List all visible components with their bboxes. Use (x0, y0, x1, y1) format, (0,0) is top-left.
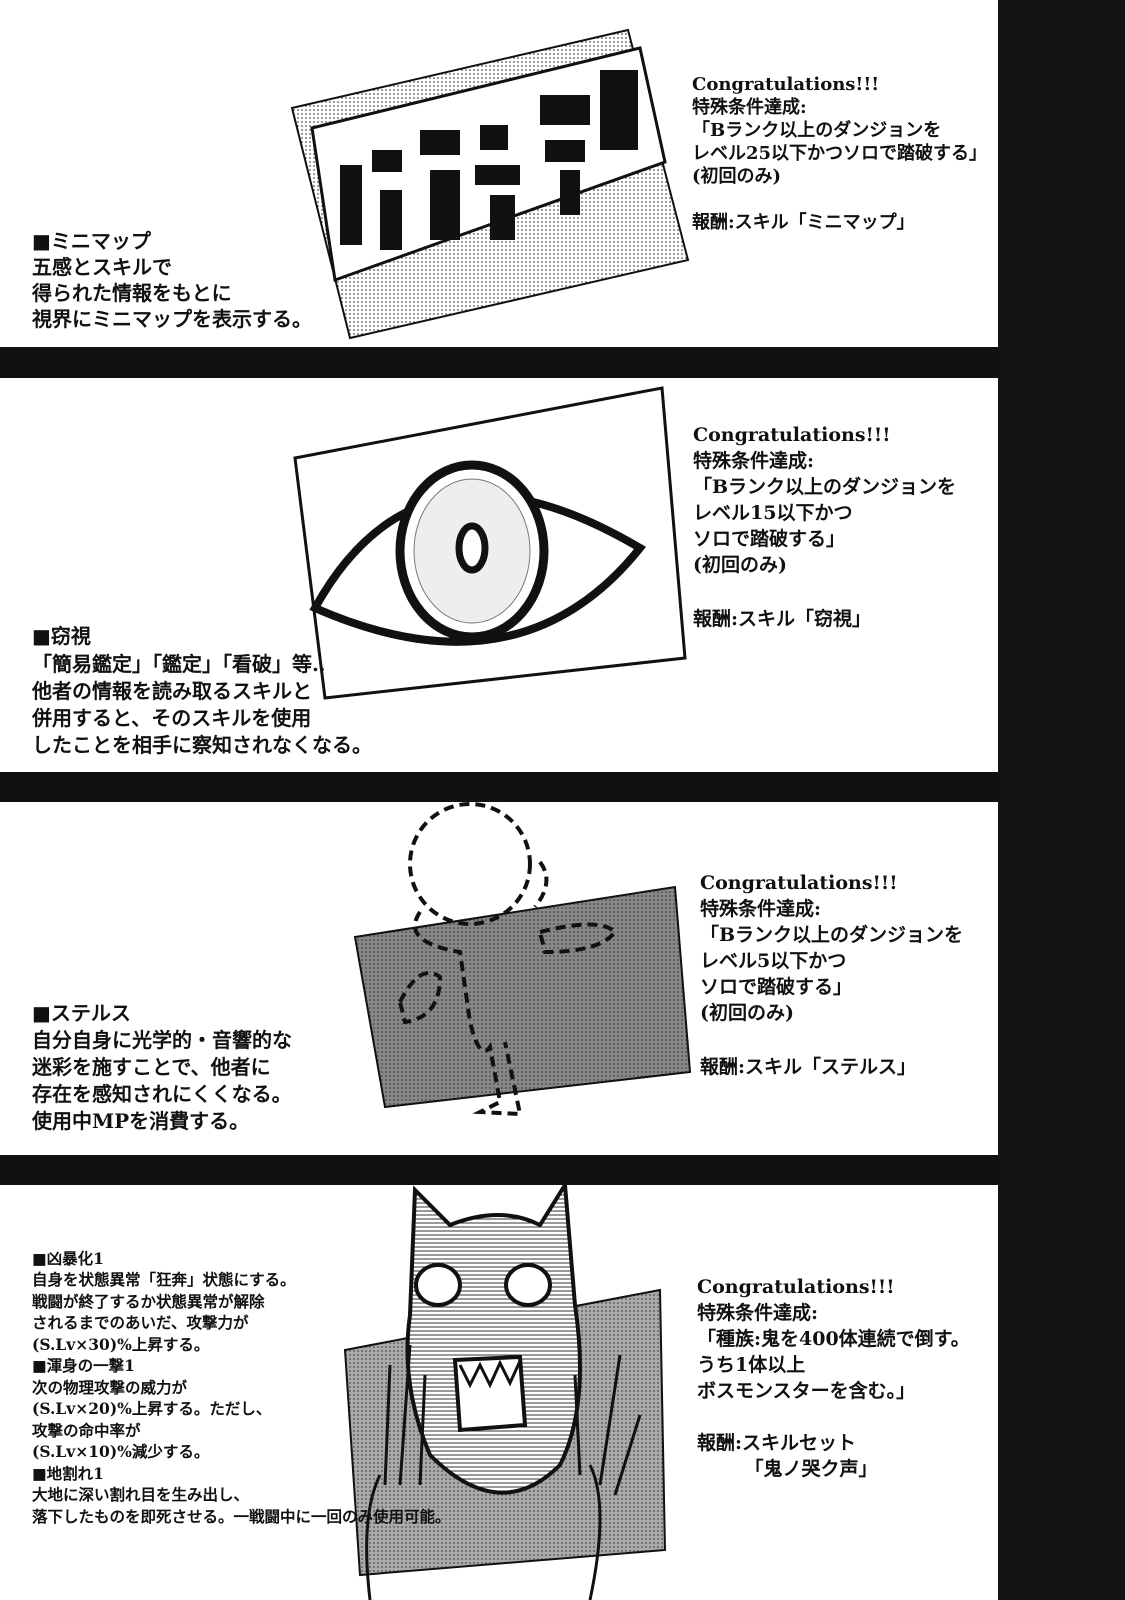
condition-line: (初回のみ) (693, 554, 787, 576)
skill-description-line: 落下したものを即死させる。一戦闘中に一回のみ使用可能。 (32, 1507, 451, 1526)
condition-line: 「Bランク以上のダンジョンを (692, 120, 942, 141)
skill-description-line: (S.Lv×10)%減少する。 (32, 1442, 210, 1461)
condition-line: (初回のみ) (700, 1002, 794, 1024)
panel-minimap: ■ミニマップ 五感とスキルで 得られた情報をもとに 視界にミニマップを表示する。… (0, 0, 998, 347)
condition-line: ソロで踏破する」 (700, 976, 853, 998)
skill-description-line: 併用すると、そのスキルを使用 (32, 706, 312, 730)
stealth-illustration (353, 802, 692, 1117)
condition-line: うち1体以上 (697, 1354, 806, 1376)
skill-description-line: 迷彩を施すことで、他者に (32, 1055, 271, 1079)
skill-title: ■渾身の一撃1 (32, 1356, 135, 1375)
skill-description-line: 視界にミニマップを表示する。 (32, 307, 312, 331)
condition-label: 特殊条件達成: (693, 450, 815, 472)
skill-description-line: (S.Lv×20)%上昇する。ただし、 (32, 1399, 272, 1418)
condition-line: レベル5以下かつ (700, 950, 847, 972)
condition-label: 特殊条件達成: (700, 898, 822, 920)
oni-illustration (343, 1185, 667, 1600)
condition-line: 「種族:鬼を400体連続で倒す。 (697, 1328, 970, 1350)
congrats-text: Congratulations!!! (693, 424, 891, 446)
skill-description-line: 自身を状態異常「狂奔」状態にする。 (32, 1270, 296, 1289)
reward-skillset-name: 「鬼ノ哭ク声」 (697, 1458, 878, 1480)
page-margin-strip (998, 0, 1125, 1600)
skill-description-line: 存在を感知されにくくなる。 (32, 1082, 292, 1106)
skill-description-line: 「簡易鑑定」「鑑定」「看破」等‥ (32, 652, 326, 676)
skill-description-line: されるまでのあいだ、攻撃力が (32, 1313, 249, 1332)
congrats-text: Congratulations!!! (692, 74, 880, 95)
skill-description-line: 攻撃の命中率が (32, 1421, 141, 1440)
minimap-illustration (290, 28, 690, 340)
skill-description-line: したことを相手に察知されなくなる。 (32, 733, 372, 757)
condition-line: ソロで踏破する」 (693, 528, 846, 550)
skill-description-line: 他者の情報を読み取るスキルと (32, 679, 312, 703)
congrats-text: Congratulations!!! (700, 872, 898, 894)
skill-title: ■窃視 (32, 624, 91, 648)
skill-description-line: 自分自身に光学的・音響的な (32, 1028, 292, 1052)
skill-description-line: 得られた情報をもとに (32, 281, 232, 305)
skill-description-line: (S.Lv×30)%上昇する。 (32, 1335, 210, 1354)
skill-title: ■ステルス (32, 1001, 131, 1025)
skill-description-line: 使用中MPを消費する。 (32, 1109, 250, 1133)
reward-text: 報酬:スキルセット (697, 1432, 857, 1454)
congrats-text: Congratulations!!! (697, 1276, 895, 1298)
condition-line: レベル25以下かつソロで踏破する」 (692, 143, 988, 164)
reward-text: 報酬:スキル「窃視」 (693, 608, 872, 630)
skill-title: ■凶暴化1 (32, 1249, 104, 1268)
condition-line: ボスモンスターを含む。」 (697, 1380, 916, 1402)
skill-title: ■地割れ1 (32, 1464, 104, 1483)
reward-text: 報酬:スキル「ステルス」 (700, 1056, 917, 1078)
skill-description-line: 戦闘が終了するか状態異常が解除 (32, 1292, 265, 1311)
condition-label: 特殊条件達成: (697, 1302, 819, 1324)
panel-oni-skillset: ■凶暴化1 自身を状態異常「狂奔」状態にする。 戦闘が終了するか状態異常が解除 … (0, 1185, 998, 1600)
panel-peek: ■窃視 「簡易鑑定」「鑑定」「看破」等‥ 他者の情報を読み取るスキルと 併用する… (0, 378, 998, 772)
eye-illustration (293, 386, 687, 700)
condition-label: 特殊条件達成: (692, 97, 807, 118)
skill-title: ■ミニマップ (32, 229, 151, 253)
panel-stealth: ■ステルス 自分自身に光学的・音響的な 迷彩を施すことで、他者に 存在を感知され… (0, 802, 998, 1155)
skill-description-line: 次の物理攻撃の威力が (32, 1378, 188, 1397)
condition-line: 「Bランク以上のダンジョンを (693, 476, 957, 498)
condition-line: レベル15以下かつ (693, 502, 853, 524)
condition-line: 「Bランク以上のダンジョンを (700, 924, 964, 946)
reward-text: 報酬:スキル「ミニマップ」 (692, 212, 915, 233)
condition-line: (初回のみ) (692, 166, 782, 187)
skill-description-line: 大地に深い割れ目を生み出し、 (32, 1485, 250, 1504)
skill-description-line: 五感とスキルで (32, 255, 172, 279)
